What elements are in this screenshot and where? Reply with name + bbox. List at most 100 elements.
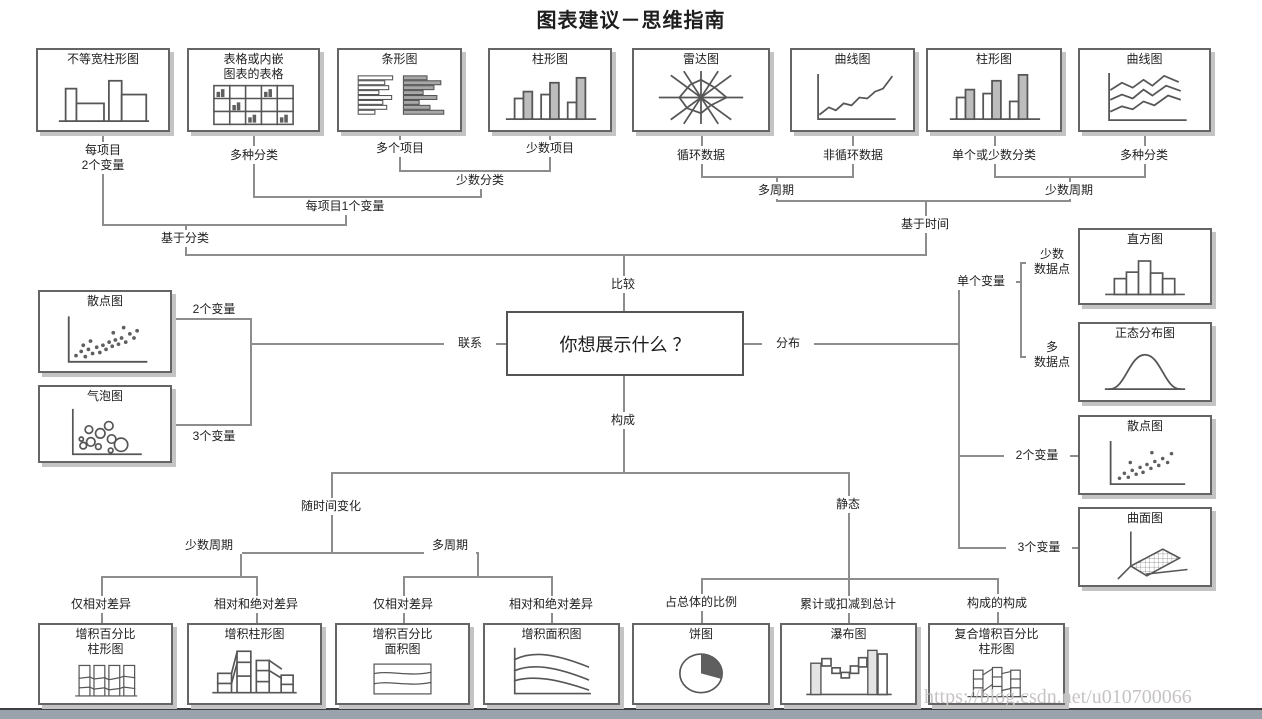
stacked-area-chart-icon [513, 647, 591, 695]
connector-line [852, 162, 854, 176]
label-relation: 联系 [444, 335, 496, 352]
connector-line [848, 512, 850, 578]
connector-line [958, 290, 960, 549]
label-two-vars-left: 2个变量 [181, 301, 247, 318]
chart-box-title: 柱形图 [975, 52, 1012, 66]
table-with-embedded-charts-icon [213, 84, 294, 126]
bar-chart-icon [357, 75, 445, 115]
connector-line [1020, 262, 1022, 358]
connector-line [331, 472, 850, 474]
connector-line [102, 172, 104, 224]
label-relative-absolute-diff-1: 相对和绝对差异 [199, 596, 313, 613]
connector-line [549, 156, 551, 170]
connector-line [240, 552, 479, 554]
label-many-items: 多个项目 [366, 140, 434, 157]
label-many-periods: 多周期 [750, 182, 802, 199]
connector-line [399, 170, 551, 172]
connector-line [101, 576, 103, 596]
connector-line [1144, 162, 1146, 176]
connector-line [172, 424, 252, 426]
chart-box-variable-width-column: 不等宽柱形图 [36, 48, 170, 132]
label-accumulation-to-total: 累计或扣减到总计 [784, 596, 912, 613]
label-many-categories-right: 多种分类 [1110, 147, 1178, 164]
connector-line [997, 578, 999, 594]
connector-line [102, 224, 347, 226]
connector-line [744, 343, 960, 345]
connector-line [256, 612, 258, 623]
connector-line [250, 318, 252, 426]
chart-box-title: 条形图 [381, 52, 418, 66]
connector-line [551, 612, 553, 623]
label-composition: 构成 [597, 412, 649, 429]
label-per-item-2-vars: 每项目 2个变量 [66, 142, 140, 174]
chart-box-title: 柱形图 [531, 52, 568, 66]
connector-line [403, 612, 405, 623]
connector-line [253, 132, 255, 146]
chart-box-title: 直方图 [1126, 232, 1163, 246]
chart-box-title: 散点图 [1126, 419, 1163, 433]
chart-box-scatter-right: 散点图 [1078, 415, 1212, 495]
central-question-box: 你想展示什么 ？ [506, 311, 744, 376]
chart-box-stacked-100-area: 增积百分比 面积图 [335, 623, 470, 705]
chart-box-histogram: 直方图 [1078, 228, 1212, 305]
stacked-column-chart-icon [212, 650, 297, 694]
chart-box-surface: 曲面图 [1078, 507, 1212, 587]
page-title: 图表建议－思维指南 [536, 10, 726, 32]
chart-box-stacked-area: 增积面积图 [483, 623, 620, 705]
watermark: https://blog.csdn.net/u010700066 [924, 686, 1192, 708]
connector-line [701, 132, 703, 146]
scatter-plot-icon [67, 316, 148, 363]
connector-line [701, 578, 999, 580]
connector-line [994, 162, 996, 176]
connector-line [623, 376, 625, 413]
connector-line [250, 343, 506, 345]
label-static: 静态 [822, 496, 874, 513]
connector-line [253, 162, 255, 196]
window-bottom-bar [0, 710, 1262, 719]
chart-box-bubble: 气泡图 [38, 385, 172, 463]
connector-line [185, 254, 927, 256]
label-share-of-total: 占总体的比例 [652, 594, 750, 611]
chart-box-line: 曲线图 [790, 48, 915, 132]
chart-box-title: 增积百分比 柱形图 [75, 627, 136, 656]
label-time-based: 基于时间 [891, 216, 959, 233]
label-per-item-1-var: 每项目1个变量 [292, 198, 398, 215]
connector-line [997, 610, 999, 623]
connector-line [101, 576, 258, 578]
stacked-100-area-chart-icon [373, 663, 432, 695]
label-cyclical-data: 循环数据 [667, 147, 735, 164]
label-non-cyclical-data: 非循环数据 [811, 147, 895, 164]
connector-line [403, 576, 553, 578]
label-many-data-points: 多 数据点 [1026, 339, 1078, 371]
chart-box-title: 增积百分比 面积图 [372, 627, 433, 656]
label-changing-over-time: 随时间变化 [289, 498, 373, 515]
chart-box-title: 曲线图 [834, 52, 871, 66]
label-three-vars-right: 3个变量 [1006, 539, 1072, 556]
chart-box-title: 雷达图 [682, 52, 719, 66]
chart-box-title: 瀑布图 [830, 627, 867, 641]
chart-box-title: 正态分布图 [1114, 326, 1175, 340]
chart-box-column-2: 柱形图 [926, 48, 1062, 132]
connector-line [403, 576, 405, 596]
label-few-periods-bottom: 少数周期 [176, 537, 242, 554]
label-three-vars-left: 3个变量 [181, 428, 247, 445]
connector-line [848, 472, 850, 496]
connector-line [623, 292, 625, 311]
connector-line [776, 200, 1071, 202]
connector-line [1144, 132, 1146, 146]
radar-chart-icon [658, 70, 744, 125]
surface-chart-icon [1117, 531, 1188, 580]
connector-line [399, 132, 401, 140]
chart-box-stacked-100-column: 增积百分比 柱形图 [38, 623, 173, 705]
chart-box-radar: 雷达图 [632, 48, 770, 132]
connector-line [399, 156, 401, 170]
connector-line [253, 196, 482, 198]
stacked-100-column-chart-icon [75, 664, 138, 697]
label-compare: 比较 [597, 276, 649, 293]
column-chart-icon [505, 76, 597, 121]
histogram-icon [1105, 260, 1185, 296]
label-components-of-components: 构成的构成 [956, 595, 1038, 612]
chart-box-compound-stacked-100-column: 复合增积百分比 柱形图 [928, 623, 1065, 705]
label-distribution: 分布 [762, 335, 814, 352]
chart-box-normal-distribution: 正态分布图 [1078, 322, 1212, 402]
